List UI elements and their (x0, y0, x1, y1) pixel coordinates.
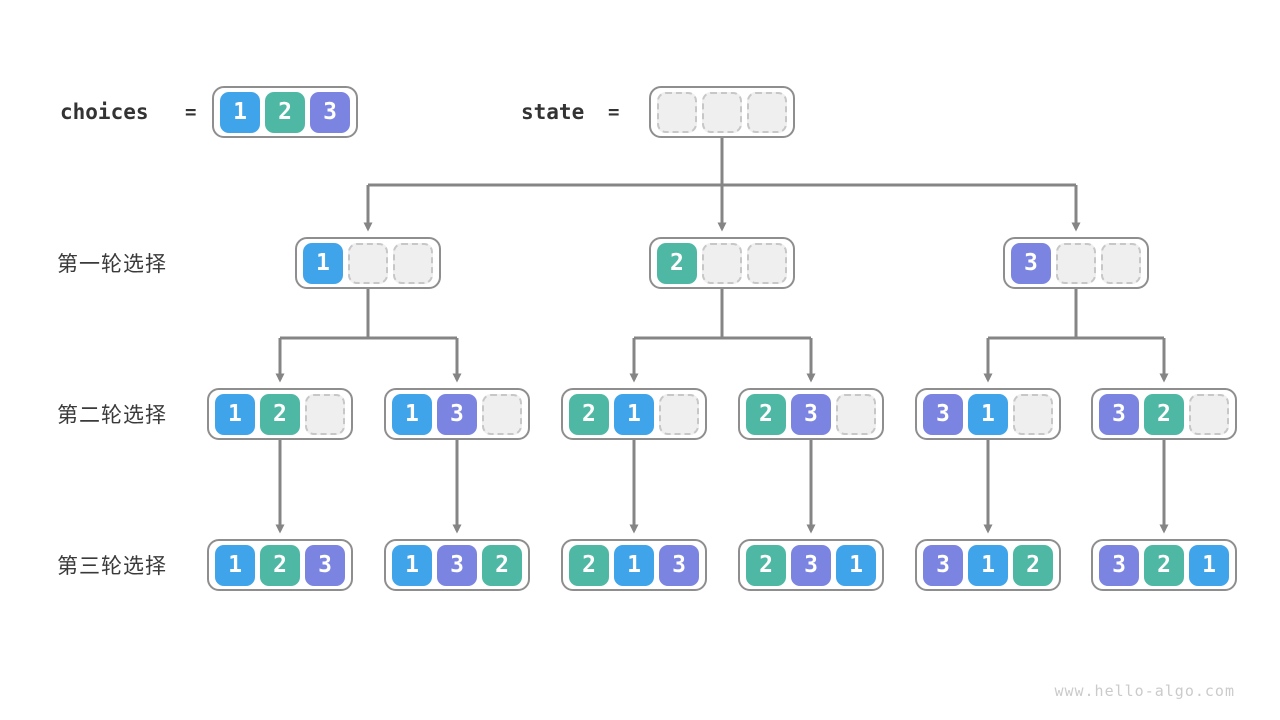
array-cell: 1 (392, 544, 432, 586)
array-cell: 2 (259, 393, 300, 435)
array-cell: 2 (1144, 544, 1184, 586)
array-cell: 3 (1099, 544, 1139, 586)
array-cell: 2 (746, 544, 786, 586)
array-cell: 1 (1189, 544, 1229, 586)
array-cell: 3 (310, 91, 350, 133)
state-array (649, 86, 795, 138)
array-cell: 1 (614, 544, 654, 586)
state-node-round1: 1 (295, 237, 441, 289)
row-label-round-3: 第三轮选择 (57, 555, 167, 578)
array-cell: 3 (1099, 393, 1139, 435)
array-cell-empty (658, 393, 699, 435)
equals-sign: = (608, 101, 620, 123)
array-cell: 1 (220, 91, 260, 133)
state-node-round1: 3 (1003, 237, 1149, 289)
array-cell-empty (347, 242, 388, 284)
array-cell: 1 (215, 393, 255, 435)
watermark: www.hello-algo.com (1054, 682, 1235, 700)
array-cell: 1 (215, 544, 255, 586)
state-label: state (521, 100, 585, 124)
array-cell-empty (701, 242, 742, 284)
array-cell: 3 (790, 393, 831, 435)
array-cell-empty (304, 393, 345, 435)
array-cell-empty (1100, 242, 1141, 284)
array-cell: 2 (1013, 544, 1053, 586)
array-cell: 3 (923, 544, 963, 586)
array-cell: 1 (303, 242, 343, 284)
array-cell: 3 (791, 544, 831, 586)
array-cell-empty (1012, 393, 1053, 435)
array-cell-empty (1188, 393, 1229, 435)
state-node-round1: 2 (649, 237, 795, 289)
array-cell-empty (392, 242, 433, 284)
row-label-round-2: 第二轮选择 (57, 404, 167, 427)
array-cell: 2 (260, 544, 300, 586)
equals-sign: = (185, 101, 197, 123)
array-cell-empty (835, 393, 876, 435)
array-cell: 3 (436, 393, 477, 435)
array-cell: 3 (1011, 242, 1051, 284)
array-cell: 2 (1143, 393, 1184, 435)
array-cell: 2 (569, 393, 609, 435)
array-cell: 3 (659, 544, 699, 586)
array-cell: 1 (836, 544, 876, 586)
array-cell-empty (481, 393, 522, 435)
choices-label: choices (60, 100, 149, 124)
array-cell: 2 (746, 393, 786, 435)
row-label-round-1: 第一轮选择 (57, 253, 167, 276)
array-cell: 2 (569, 544, 609, 586)
array-cell-empty (747, 91, 787, 133)
array-cell: 1 (392, 393, 432, 435)
array-cell-empty (657, 91, 697, 133)
array-cell: 1 (968, 544, 1008, 586)
array-cell: 1 (967, 393, 1008, 435)
array-cell: 1 (613, 393, 654, 435)
array-cell: 3 (437, 544, 477, 586)
array-cell-empty (702, 91, 742, 133)
array-cell-empty (746, 242, 787, 284)
array-cell: 3 (923, 393, 963, 435)
array-cell: 2 (265, 91, 305, 133)
array-cell: 3 (305, 544, 345, 586)
array-cell: 2 (482, 544, 522, 586)
array-cell-empty (1055, 242, 1096, 284)
array-cell: 2 (657, 242, 697, 284)
